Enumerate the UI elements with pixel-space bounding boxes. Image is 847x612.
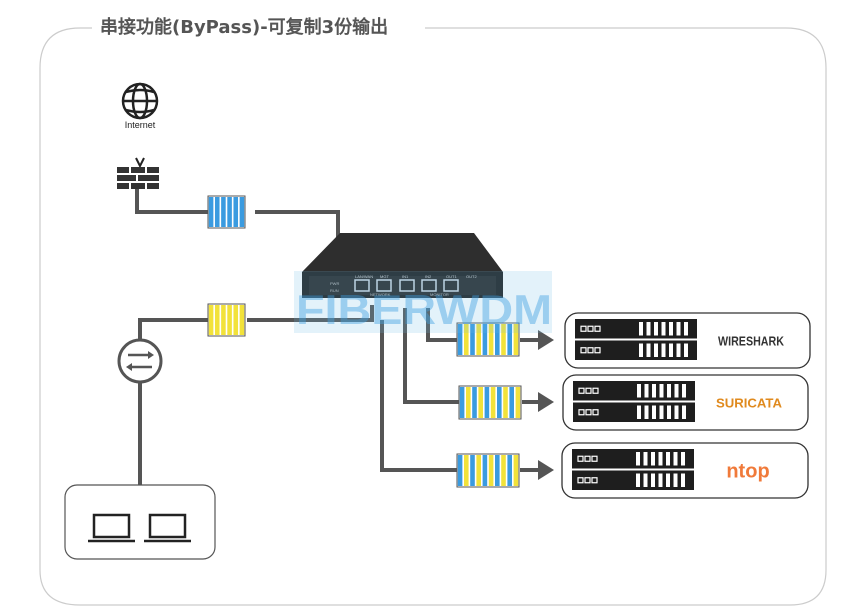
device-port-label: IN1 <box>402 274 409 279</box>
packet <box>470 324 475 355</box>
device-sub-label: RUN <box>330 288 339 293</box>
packet <box>478 387 483 418</box>
packet <box>464 455 469 486</box>
arrow-right-icon <box>520 330 554 350</box>
packet <box>501 455 506 486</box>
server-row-wireshark: WIRESHARK <box>564 312 811 369</box>
packet <box>482 455 488 486</box>
packet <box>208 197 214 227</box>
device-sub-label: NETWORK <box>370 292 391 297</box>
switch-icon <box>117 338 163 384</box>
packet <box>513 455 519 486</box>
server-row-ntop: ntop <box>561 442 809 499</box>
packet <box>507 324 512 355</box>
internet-label: Internet <box>125 120 156 130</box>
packet <box>464 324 469 355</box>
diagram-frame <box>39 27 827 606</box>
packet <box>227 305 232 335</box>
tool-logo-ntop: ntop <box>726 461 769 483</box>
output-arrows <box>520 330 554 480</box>
laptop-icon <box>88 513 135 543</box>
packet <box>490 387 496 418</box>
packet-queue-icon <box>458 385 522 420</box>
fiberwdm-watermark: FIBERWDM <box>294 271 552 333</box>
globe-icon <box>121 82 159 120</box>
packet-queue-icon <box>207 303 246 337</box>
packet <box>484 387 490 418</box>
packet <box>221 305 226 335</box>
packet <box>503 387 508 418</box>
firewall-icon <box>117 157 159 189</box>
server-icon <box>575 340 697 360</box>
packet <box>239 197 245 227</box>
packet-queue-icon <box>456 322 520 357</box>
connection-lines <box>135 184 460 485</box>
arrow-right-icon <box>522 392 554 412</box>
packet <box>482 324 488 355</box>
tool-logo-wireshark: WIRESHARK <box>718 334 784 349</box>
packet <box>472 387 477 418</box>
packet <box>208 305 214 335</box>
arrow-right-icon <box>520 460 554 480</box>
server-icon <box>573 402 695 422</box>
server-icon <box>572 470 694 490</box>
device-ports <box>354 279 459 292</box>
packet <box>515 387 521 418</box>
packet <box>470 455 475 486</box>
packet-queue-icon <box>456 453 520 488</box>
device-port-label: MGT <box>380 274 389 279</box>
packet <box>513 324 519 355</box>
packet <box>233 197 239 227</box>
packet <box>507 455 512 486</box>
packet <box>497 387 502 418</box>
packet <box>501 324 506 355</box>
packet <box>221 197 226 227</box>
packet <box>495 455 500 486</box>
packet <box>227 197 232 227</box>
laptop-icon <box>144 513 191 543</box>
server-icon <box>575 319 697 339</box>
laptops-box <box>64 484 216 560</box>
watermark-text: FIBERWDM <box>296 286 552 333</box>
packet <box>457 324 463 355</box>
device-port-label: OUT2 <box>466 274 477 279</box>
packet <box>457 455 463 486</box>
packet <box>476 455 481 486</box>
device-port-label: IN2 <box>425 274 432 279</box>
diagram-title: 串接功能(ByPass)-可复制3份输出 <box>92 15 397 41</box>
server-icon <box>573 381 695 401</box>
device-port-label: OUT1 <box>446 274 457 279</box>
packet <box>488 455 494 486</box>
packet <box>214 305 220 335</box>
packet <box>476 324 481 355</box>
packet-queue-icon <box>207 195 246 229</box>
device-port-label: LAN/WAN <box>355 274 373 279</box>
packet <box>495 324 500 355</box>
device-sub-label: PWR <box>330 281 339 286</box>
server-row-suricata: SURICATA <box>562 374 809 431</box>
packet <box>488 324 494 355</box>
packet <box>459 387 465 418</box>
packet <box>214 197 220 227</box>
packet <box>509 387 514 418</box>
packet <box>466 387 471 418</box>
packet <box>233 305 239 335</box>
server-icon <box>572 449 694 469</box>
device-sub-label: MONITOR <box>430 292 449 297</box>
tool-logo-suricata: SURICATA <box>716 396 783 411</box>
packet <box>239 305 245 335</box>
